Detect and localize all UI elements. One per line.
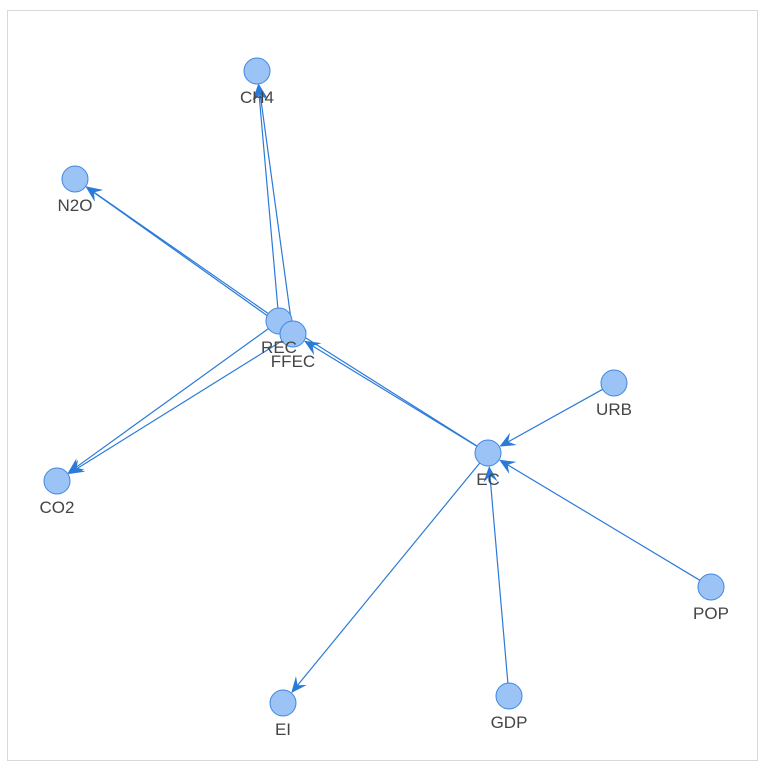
node-co2[interactable]: [43, 467, 71, 495]
node-label-gdp: GDP: [491, 713, 528, 732]
node-label-rec: REC: [261, 338, 297, 357]
edge-gdp-to-ec: [489, 475, 509, 684]
node-urb[interactable]: [600, 369, 628, 397]
edge-ec-to-ei: [297, 462, 481, 686]
node-label-ec: EC: [476, 470, 500, 489]
edge-ec-to-ffec: [312, 345, 478, 447]
node-label-urb: URB: [596, 400, 632, 419]
edge-ec-to-rec: [298, 332, 478, 447]
node-label-ei: EI: [275, 720, 291, 739]
edge-pop-to-ec: [507, 464, 701, 581]
node-ffec[interactable]: [279, 320, 307, 348]
arrowhead-pop-to-ec: [499, 459, 517, 474]
node-label-n2o: N2O: [58, 196, 93, 215]
node-label-ffec: FFEC: [271, 352, 315, 371]
arrowhead-gdp-to-ec: [483, 465, 498, 483]
node-ec[interactable]: [474, 439, 502, 467]
node-ch4[interactable]: [243, 57, 271, 85]
node-pop[interactable]: [697, 573, 725, 601]
node-label-ch4: CH4: [240, 88, 274, 107]
edge-urb-to-ec: [507, 388, 603, 443]
arrowhead-ffec-to-ch4: [253, 83, 268, 101]
arrowhead-urb-to-ec: [499, 432, 517, 447]
node-ei[interactable]: [269, 689, 297, 717]
edge-rec-to-ch4: [258, 93, 279, 309]
arrowhead-ffec-to-co2: [68, 459, 86, 475]
node-n2o[interactable]: [61, 165, 89, 193]
node-gdp[interactable]: [495, 682, 523, 710]
arrowhead-ffec-to-n2o: [85, 186, 103, 202]
node-label-co2: CO2: [40, 498, 75, 517]
edge-ffec-to-co2: [76, 340, 283, 470]
nodes-layer: [43, 57, 725, 717]
edge-ffec-to-ch4: [259, 93, 292, 322]
edge-rec-to-co2: [75, 328, 269, 469]
arrowhead-ec-to-ei: [291, 676, 307, 693]
edge-ffec-to-n2o: [93, 191, 283, 327]
arrowhead-ec-to-ffec: [304, 340, 322, 356]
node-label-pop: POP: [693, 604, 729, 623]
